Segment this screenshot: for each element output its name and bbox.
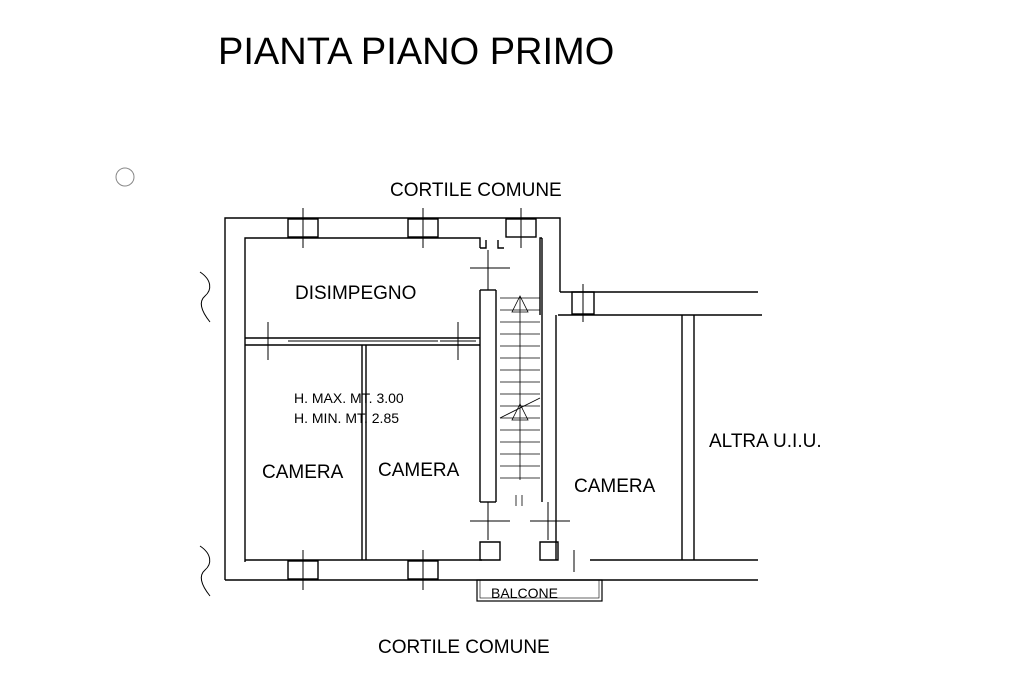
door-marks: [267, 250, 570, 540]
north-marker-icon: [115, 167, 135, 187]
interior-walls: [245, 238, 695, 561]
hallway-label: DISIMPEGNO: [295, 283, 416, 304]
balcony-label: BALCONE: [491, 585, 558, 601]
staircase: [499, 295, 541, 506]
max-height-label: H. MAX. MT. 3.00: [294, 390, 404, 406]
bedroom-right-label: CAMERA: [574, 476, 656, 497]
south-courtyard-label: CORTILE COMUNE: [378, 637, 550, 658]
windows: [287, 208, 595, 590]
neighbor-unit-label: ALTRA U.I.U.: [709, 431, 822, 452]
bedroom-center-label: CAMERA: [378, 460, 460, 481]
north-courtyard-label: CORTILE COMUNE: [390, 180, 562, 201]
bedroom-left-label: CAMERA: [262, 462, 344, 483]
min-height-label: H. MIN. MT. 2.85: [294, 410, 399, 426]
wall-break-symbols: [199, 271, 211, 597]
balcony-inner: [479, 579, 600, 599]
page-title: PIANTA PIANO PRIMO: [218, 31, 614, 73]
